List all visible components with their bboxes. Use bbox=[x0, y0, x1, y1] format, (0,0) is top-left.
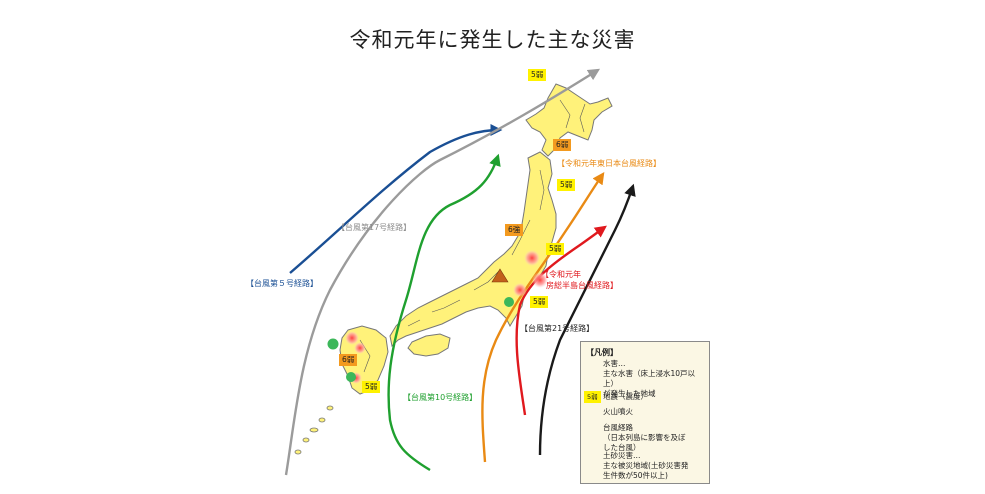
boso-label-1: 【令和元年 bbox=[541, 270, 581, 279]
landslide-dot bbox=[504, 297, 514, 307]
east-japan-typhoon-label: 【令和元年東日本台風経路】 bbox=[557, 159, 661, 168]
legend-landslide-desc: 主な被災地域(土砂災害発 生件数が50件以上) bbox=[603, 461, 689, 480]
landslide-areas bbox=[327, 297, 514, 382]
legend-flood-desc: 主な水害（床上浸水10戸以上） が発生した地域 bbox=[603, 369, 696, 398]
legend-quake-desc: 地震（震度） bbox=[603, 392, 648, 401]
shikoku-island bbox=[407, 333, 451, 357]
volcano-marker bbox=[491, 268, 509, 283]
legend-landslide-header: 土砂災害… bbox=[603, 451, 641, 460]
typhoon21-label: 【台風第21号経路】 bbox=[520, 324, 595, 333]
typhoon5-route bbox=[289, 124, 503, 274]
map-title: 令和元年に発生した主な災害 bbox=[349, 28, 636, 52]
typhoon10-route bbox=[387, 153, 501, 472]
flood-area bbox=[513, 283, 527, 297]
legend-title: 【凡例】 bbox=[586, 348, 618, 357]
quake-badge-kumamoto: 6弱 bbox=[339, 354, 358, 366]
black-route bbox=[538, 183, 636, 456]
quake-badge-hokkaido-north: 5弱 bbox=[528, 69, 547, 81]
flood-area bbox=[532, 272, 548, 288]
legend-route-header: 台風経路 bbox=[603, 423, 633, 432]
quake-badge-yamagata: 5弱 bbox=[546, 243, 565, 255]
typhoon21-route bbox=[481, 172, 605, 463]
flood-area bbox=[524, 250, 540, 266]
honshu-island bbox=[389, 151, 557, 348]
ryukyu-islands bbox=[294, 405, 334, 455]
quake-badge-hokkaido: 6弱 bbox=[553, 139, 572, 151]
landslide-dot bbox=[327, 338, 339, 350]
legend-flood-header: 水害… bbox=[603, 359, 626, 368]
legend-quake-badge: 5弱 bbox=[584, 391, 601, 403]
boso-label-2: 房総半島台風経路】 bbox=[546, 281, 618, 290]
typhoon17-route bbox=[284, 68, 601, 476]
quake-badge-niigata: 6強 bbox=[505, 224, 524, 236]
landslide-dot bbox=[346, 372, 356, 382]
flood-area bbox=[354, 342, 366, 354]
quake-badge-kanto: 5弱 bbox=[530, 296, 549, 308]
typhoon10-label: 【台風第10号経路】 bbox=[403, 393, 478, 402]
quake-badge-kagoshima: 5弱 bbox=[362, 381, 381, 393]
legend-volcano-desc: 火山噴火 bbox=[603, 407, 633, 416]
typhoon5-label: 【台風第５号経路】 bbox=[246, 279, 318, 288]
typhoon17-label: 【台風第17号経路】 bbox=[337, 223, 412, 232]
legend-box: 【凡例】 水害… 主な水害（床上浸水10戸以上） が発生した地域 5弱 地震（震… bbox=[580, 341, 710, 484]
flood-area bbox=[345, 331, 359, 345]
legend-route-desc: （日本列島に影響を及ぼ した台風） bbox=[603, 433, 686, 452]
quake-badge-tohoku: 5弱 bbox=[557, 179, 576, 191]
